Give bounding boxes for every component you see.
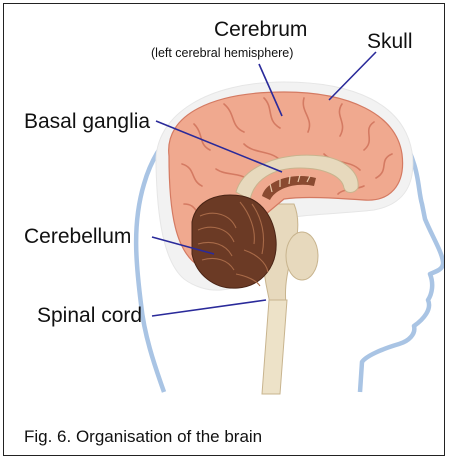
basal-ganglia-label: Basal ganglia <box>24 110 151 133</box>
brain-diagram <box>133 51 444 395</box>
basal-ganglia <box>262 176 316 200</box>
leader-basal-ganglia <box>155 120 283 173</box>
cerebrum-label: Cerebrum <box>214 18 308 41</box>
spinal-cord-label: Spinal cord <box>37 304 143 327</box>
cerebellum-label: Cerebellum <box>24 225 132 248</box>
leader-spinal-cord <box>151 299 267 317</box>
figure-caption: Fig. 6. Organisation of the brain <box>24 427 263 446</box>
skull-label: Skull <box>367 30 413 53</box>
cerebellum-folia <box>197 201 269 287</box>
leader-cerebellum <box>151 236 215 255</box>
cerebrum-sublabel: (left cerebral hemisphere) <box>151 46 294 60</box>
spinal-cord <box>261 299 288 395</box>
leader-lines <box>151 51 377 317</box>
leader-skull <box>328 51 377 101</box>
leader-cerebrum <box>258 63 283 117</box>
figure-frame: Cerebrum (left cerebral hemisphere) Skul… <box>3 3 445 456</box>
pons <box>285 231 319 281</box>
